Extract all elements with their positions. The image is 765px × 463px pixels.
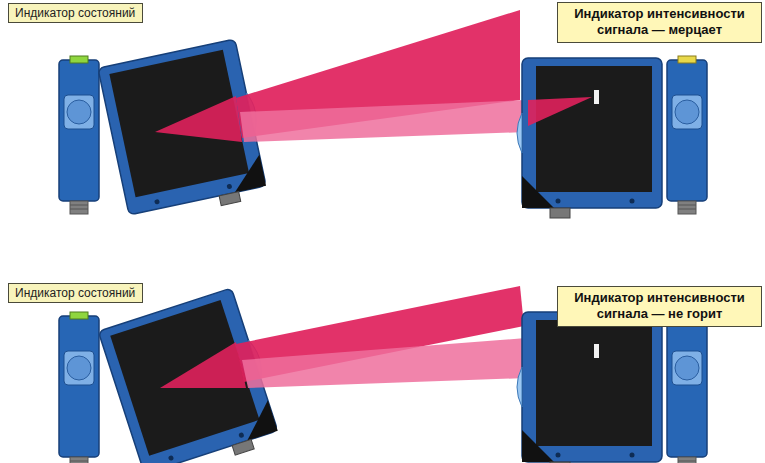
status-led <box>70 56 88 63</box>
detector <box>594 90 599 104</box>
status-indicator-label: Индикатор состояний <box>8 3 143 23</box>
light-beam-edge <box>240 100 526 142</box>
signal-indicator-label: Индикатор интенсивности сигнала — не гор… <box>557 286 762 327</box>
receiver-side-view <box>667 316 707 463</box>
receiver-side-view <box>667 60 707 214</box>
emitter-side-view <box>59 316 99 463</box>
label-text: Индикатор интенсивности сигнала — мерцае… <box>566 6 753 39</box>
light-beam-edge <box>242 338 526 388</box>
receiver-beam-cone <box>528 97 592 126</box>
emitter-beam-cone <box>160 342 246 388</box>
emitter-side-view <box>59 60 99 214</box>
status-led <box>70 312 88 319</box>
label-text: Индикатор состояний <box>15 286 136 300</box>
detector <box>594 344 599 358</box>
label-text: Индикатор состояний <box>15 6 136 20</box>
receiver-housing <box>517 58 662 218</box>
signal-indicator-label: Индикатор интенсивности сигнала — мерцае… <box>557 2 762 43</box>
receiver-housing <box>517 312 662 463</box>
signal-led <box>678 56 696 63</box>
label-text: Индикатор интенсивности сигнала — не гор… <box>566 290 753 323</box>
status-indicator-label: Индикатор состояний <box>8 283 143 303</box>
emitter-beam-cone <box>155 96 242 142</box>
